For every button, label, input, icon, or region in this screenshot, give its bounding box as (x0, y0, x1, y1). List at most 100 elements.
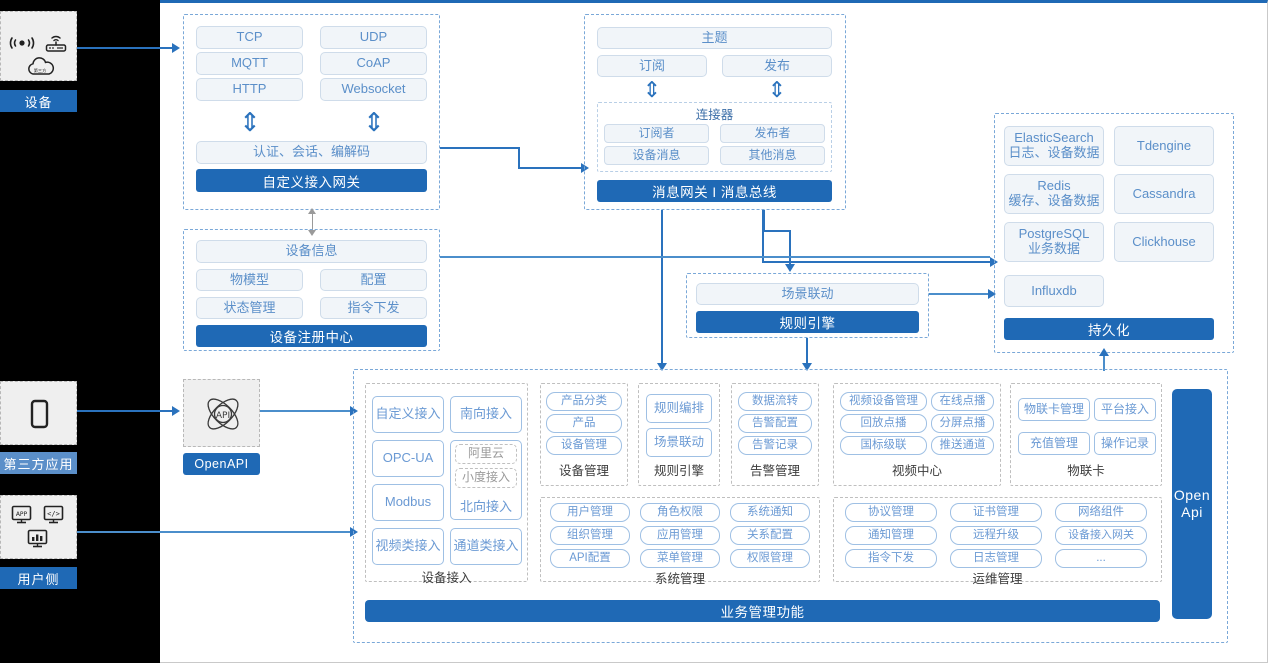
access-chip-video[interactable]: 视频类接入 (372, 528, 444, 565)
business-management-bar[interactable]: 业务管理功能 (365, 600, 1160, 622)
store-chip-cassandra[interactable]: Cassandra (1114, 174, 1214, 214)
registry-chip-config[interactable]: 配置 (320, 269, 427, 291)
devmanage-chip-device-manage[interactable]: 设备管理 (546, 436, 622, 455)
connector-chip-other-message[interactable]: 其他消息 (720, 146, 825, 165)
access-chip-aliyun[interactable]: 阿里云 (455, 444, 517, 464)
device-panel: 第三方 (0, 11, 77, 81)
sys-chip-role-permission[interactable]: 角色权限 (640, 503, 720, 522)
ops-chip-label: ... (1096, 551, 1106, 564)
sys-chip-relation-config[interactable]: 关系配置 (730, 526, 810, 545)
topic-chip[interactable]: 主题 (597, 27, 832, 49)
subscribe-chip[interactable]: 订阅 (597, 55, 707, 77)
video-chip-push-channel[interactable]: 推送通道 (931, 436, 994, 455)
svg-text:API: API (216, 411, 230, 421)
sys-chip-label: API配置 (569, 551, 611, 564)
rulebiz-chip-scene[interactable]: 场景联动 (646, 428, 712, 457)
persistence-bar[interactable]: 持久化 (1004, 318, 1214, 340)
iot-chip-label: 物联卡管理 (1023, 401, 1084, 416)
protocol-chip-coap[interactable]: CoAP (320, 52, 427, 75)
sys-chip-permission-manage[interactable]: 权限管理 (730, 549, 810, 568)
sys-chip-user-manage[interactable]: 用户管理 (550, 503, 630, 522)
ops-chip-device-gateway[interactable]: 设备接入网关 (1055, 526, 1147, 545)
publish-chip[interactable]: 发布 (722, 55, 832, 77)
ops-chip-label: 通知管理 (868, 528, 914, 541)
access-chip-southbound[interactable]: 南向接入 (450, 396, 522, 433)
access-chip-channel[interactable]: 通道类接入 (450, 528, 522, 565)
alarm-chip-config[interactable]: 告警配置 (738, 414, 812, 433)
iot-chip-operation-log[interactable]: 操作记录 (1094, 432, 1156, 455)
protocol-chip-websocket[interactable]: Websocket (320, 78, 427, 101)
protocol-chip-tcp[interactable]: TCP (196, 26, 303, 49)
registry-chip-status[interactable]: 状态管理 (196, 297, 303, 319)
arrowhead-userside-to-business (350, 527, 358, 537)
third-party-panel (0, 381, 77, 445)
ops-chip-network-component[interactable]: 网络组件 (1055, 503, 1147, 522)
video-chip-split-screen[interactable]: 分屏点播 (931, 414, 994, 433)
access-chip-modbus[interactable]: Modbus (372, 484, 444, 521)
auth-session-codec-chip[interactable]: 认证、会话、编解码 (196, 141, 427, 164)
arrowhead-msgbus-to-rule (785, 264, 795, 272)
devmanage-chip-product[interactable]: 产品 (546, 414, 622, 433)
connector-chip-label: 其他消息 (748, 147, 797, 162)
ops-chip-label: 证书管理 (973, 505, 1019, 518)
registry-chip-command[interactable]: 指令下发 (320, 297, 427, 319)
connector-thirdparty-to-openapi (77, 410, 173, 412)
access-chip-custom[interactable]: 自定义接入 (372, 396, 444, 433)
store-chip-tdengine[interactable]: Tdengine (1114, 126, 1214, 166)
ops-chip-protocol-manage[interactable]: 协议管理 (845, 503, 937, 522)
ops-chip-notice-manage[interactable]: 通知管理 (845, 526, 937, 545)
device-info-chip[interactable]: 设备信息 (196, 240, 427, 263)
alarm-group (731, 383, 819, 486)
ops-chip-log-manage[interactable]: 日志管理 (950, 549, 1042, 568)
arrowhead-device-to-gateway (172, 43, 180, 53)
custom-access-gateway-bar[interactable]: 自定义接入网关 (196, 169, 427, 192)
ops-chip-cert-manage[interactable]: 证书管理 (950, 503, 1042, 522)
sys-chip-menu-manage[interactable]: 菜单管理 (640, 549, 720, 568)
protocol-chip-mqtt[interactable]: MQTT (196, 52, 303, 75)
rulebiz-chip-orchestration[interactable]: 规则编排 (646, 394, 712, 423)
video-chip-playback[interactable]: 回放点播 (840, 414, 927, 433)
sys-chip-org-manage[interactable]: 组织管理 (550, 526, 630, 545)
sys-chip-api-config[interactable]: API配置 (550, 549, 630, 568)
message-gateway-group (584, 14, 846, 210)
rule-engine-bar[interactable]: 规则引擎 (696, 311, 919, 333)
alarm-chip-data-flow[interactable]: 数据流转 (738, 392, 812, 411)
access-chip-opcua[interactable]: OPC-UA (372, 440, 444, 477)
alarm-chip-record[interactable]: 告警记录 (738, 436, 812, 455)
ops-chip-command-issue[interactable]: 指令下发 (845, 549, 937, 568)
connector-chip-publisher[interactable]: 发布者 (720, 124, 825, 143)
protocol-chip-http[interactable]: HTTP (196, 78, 303, 101)
open-api-vertical-bar[interactable]: Open Api (1172, 389, 1212, 619)
devmanage-chip-product-category[interactable]: 产品分类 (546, 392, 622, 411)
access-chip-label: 通道类接入 (453, 538, 519, 554)
store-chip-clickhouse[interactable]: Clickhouse (1114, 222, 1214, 262)
iot-chip-card-manage[interactable]: 物联卡管理 (1018, 398, 1090, 421)
sys-chip-system-notice[interactable]: 系统通知 (730, 503, 810, 522)
iot-chip-platform-access[interactable]: 平台接入 (1094, 398, 1156, 421)
registry-chip-thing-model[interactable]: 物模型 (196, 269, 303, 291)
openapi-bar[interactable]: OpenAPI (183, 453, 260, 475)
video-chip-label: 回放点播 (860, 416, 907, 429)
device-registry-bar[interactable]: 设备注册中心 (196, 325, 427, 347)
protocol-chip-udp[interactable]: UDP (320, 26, 427, 49)
connector-chip-device-message[interactable]: 设备消息 (604, 146, 709, 165)
persistence-label: 持久化 (1088, 323, 1130, 338)
device-label-text: 设备 (24, 94, 53, 110)
video-chip-online-vod[interactable]: 在线点播 (931, 392, 994, 411)
sys-chip-app-manage[interactable]: 应用管理 (640, 526, 720, 545)
ops-chip-remote-upgrade[interactable]: 远程升级 (950, 526, 1042, 545)
access-chip-xiaodu[interactable]: 小度接入 (455, 468, 517, 488)
video-chip-gb-cascade[interactable]: 国标级联 (840, 436, 927, 455)
ops-chip-more[interactable]: ... (1055, 549, 1147, 568)
connector-chip-subscriber[interactable]: 订阅者 (604, 124, 709, 143)
scene-linkage-chip[interactable]: 场景联动 (696, 283, 919, 305)
iot-chip-recharge[interactable]: 充值管理 (1018, 432, 1090, 455)
video-chip-device-manage[interactable]: 视频设备管理 (840, 392, 927, 411)
bidirectional-arrow-subscribe: ⇕ (642, 78, 662, 103)
store-chip-influxdb[interactable]: Influxdb (1004, 275, 1104, 307)
message-bus-bar[interactable]: 消息网关 I 消息总线 (597, 180, 832, 202)
connector-chip-label: 订阅者 (638, 125, 675, 140)
